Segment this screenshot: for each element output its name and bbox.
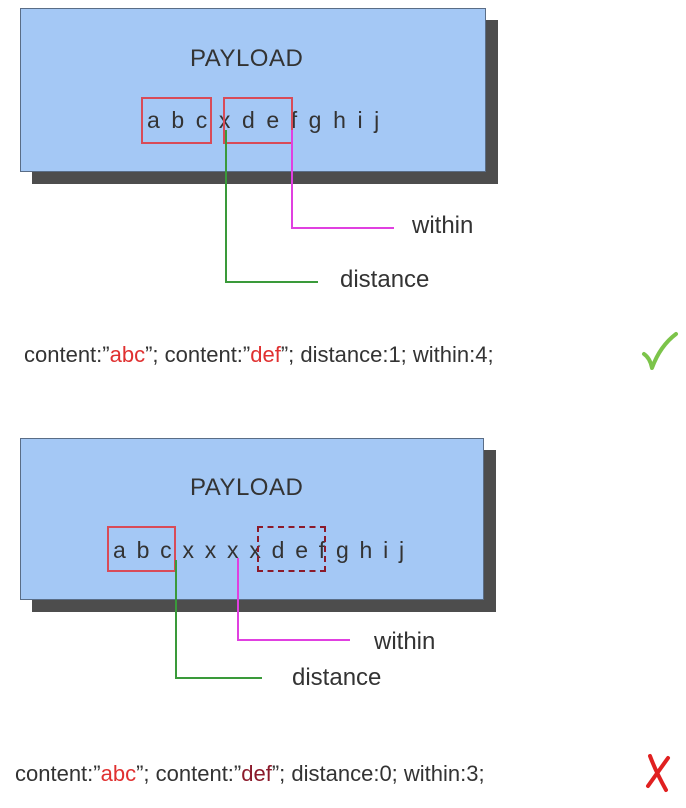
- payload-box: [20, 438, 484, 600]
- within-label: within: [412, 212, 474, 239]
- payload-title: PAYLOAD: [190, 45, 304, 72]
- distance-label: distance: [292, 664, 382, 691]
- content-def-highlight: [257, 526, 326, 572]
- within-lead-line: [237, 558, 350, 641]
- rule-content-def: def: [241, 761, 272, 786]
- example-1-diagram: PAYLOAD a b c x d e f g h i j within dis…: [0, 0, 686, 310]
- lead-lines: [225, 130, 394, 283]
- rule-content-abc: abc: [100, 761, 137, 786]
- rule-content-abc: abc: [109, 342, 146, 367]
- distance-lead-line: [225, 130, 318, 283]
- content-abc-highlight: [107, 526, 176, 572]
- payload-title: PAYLOAD: [190, 474, 304, 501]
- payload-letters: a b c x d e f g h i j: [147, 107, 382, 133]
- distance-label: distance: [340, 266, 430, 293]
- rule-mid: ”; content:”: [145, 342, 251, 367]
- rule-prefix: content:”: [24, 342, 110, 367]
- checkmark-icon: [642, 332, 678, 370]
- within-lead-line: [291, 130, 394, 229]
- rule-content-def: def: [250, 342, 281, 367]
- rule-text-2: content:”abc”; content:”def”; distance:0…: [15, 761, 485, 787]
- content-abc-highlight: [141, 97, 212, 144]
- distance-lead-line: [175, 560, 262, 679]
- payload-box: [20, 8, 486, 172]
- rule-suffix: ”; distance:0; within:3;: [271, 761, 485, 786]
- rule-suffix: ”; distance:1; within:4;: [280, 342, 494, 367]
- example-2-diagram: PAYLOAD a b c x x x x d e f g h i j with…: [0, 430, 686, 710]
- cross-icon: [646, 754, 670, 792]
- rule-text-1: content:”abc”; content:”def”; distance:1…: [24, 342, 494, 368]
- content-def-highlight: [223, 97, 293, 144]
- rule-prefix: content:”: [15, 761, 101, 786]
- rule-mid: ”; content:”: [136, 761, 242, 786]
- lead-lines: [175, 558, 350, 679]
- within-label: within: [374, 628, 436, 655]
